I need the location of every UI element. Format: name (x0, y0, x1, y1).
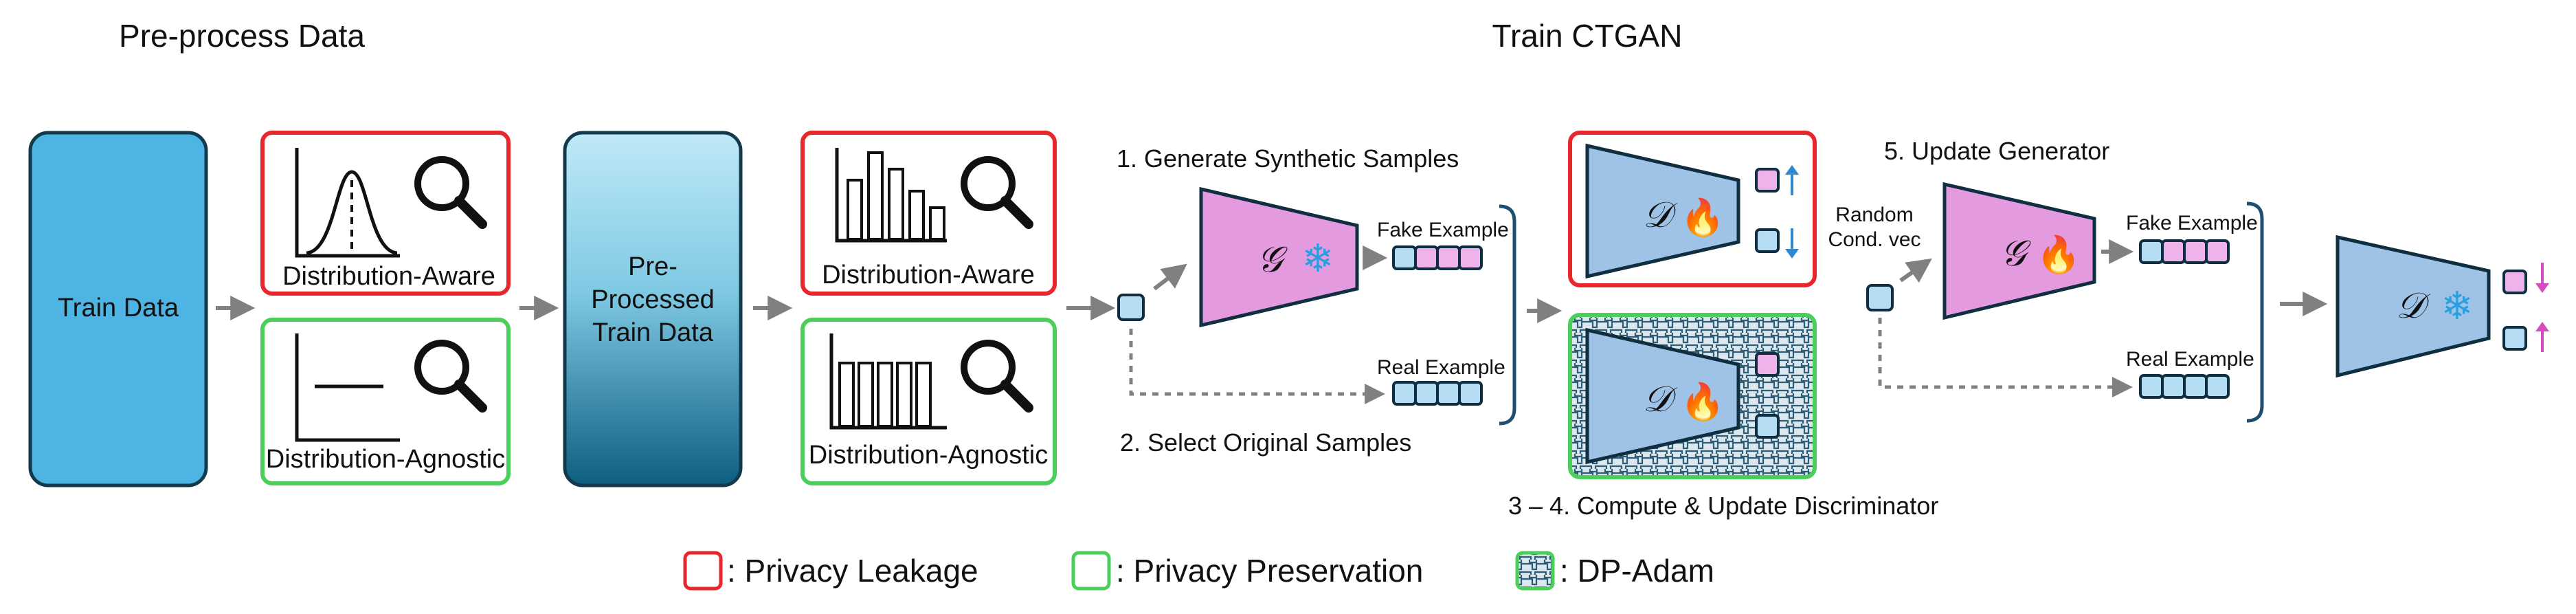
generator-training: 𝒢 🔥 (1942, 182, 2096, 320)
flame-icon: 🔥 (1681, 381, 1725, 423)
cond-vector-cell-2 (1866, 284, 1894, 311)
fake-example-vector-2 (2139, 239, 2230, 264)
discriminator-frozen: 𝒟 ❄ (2336, 234, 2491, 378)
fake-example-vector-1 (1392, 245, 1483, 270)
real-example-vector-2 (2139, 374, 2230, 399)
arrow-cond-to-real (1129, 329, 1385, 404)
down-arrow-icon (2535, 263, 2549, 293)
dist-aware-box-2: Distribution-Aware (800, 131, 1057, 296)
legend-label-preservation: : Privacy Preservation (1116, 553, 1423, 589)
output-cell-real (1755, 228, 1780, 253)
fake-example-label-1: Fake Example (1377, 219, 1509, 241)
up-arrow-icon (1785, 165, 1799, 195)
random-cond-label-1: Random (1835, 204, 1913, 226)
magnifier-icon (414, 340, 487, 413)
snowflake-icon: ❄ (2441, 284, 2474, 329)
discriminator-dp-box: 𝒟 🔥 (1568, 313, 1817, 479)
train-data-block: Train Data (28, 131, 208, 487)
legend-label-dpadam: : DP-Adam (1560, 553, 1714, 589)
legend-swatch-dpadam (1515, 551, 1555, 591)
dist-agnostic-box-2: Distribution-Agnostic (800, 318, 1057, 485)
bracket-1 (1499, 204, 1516, 426)
bar-chart-icon (835, 148, 947, 243)
cond-vector-cell (1117, 294, 1145, 321)
bracket-2 (2246, 201, 2264, 423)
preprocessed-label-1: Pre- (628, 252, 677, 281)
real-example-label-1: Real Example (1377, 356, 1505, 379)
down-arrow-icon (1785, 228, 1799, 259)
dist-aware-label-2: Distribution-Aware (822, 261, 1035, 289)
step34-label: 3 – 4. Compute & Update Discriminator (1508, 492, 1938, 520)
fake-example-label-2: Fake Example (2126, 212, 2258, 234)
step5-label: 5. Update Generator (1884, 137, 2109, 165)
flame-icon: 🔥 (2037, 234, 2081, 276)
section-title-train: Train CTGAN (1492, 18, 1683, 54)
magnifier-icon (961, 340, 1033, 413)
output-cell-fake-dp (1755, 352, 1780, 377)
magnifier-icon (414, 156, 487, 229)
train-data-label: Train Data (58, 294, 179, 322)
dist-agnostic-label-2: Distribution-Agnostic (809, 441, 1048, 470)
real-example-label-2: Real Example (2126, 348, 2254, 371)
arrow-cond2-to-real (1878, 318, 2133, 397)
output-cell-real-dp (1755, 414, 1780, 439)
dist-agnostic-label-1: Distribution-Agnostic (266, 445, 505, 474)
uniform-bar-chart-icon (829, 333, 947, 430)
dist-agnostic-box-1: Distribution-Agnostic (260, 318, 511, 485)
snowflake-icon: ❄ (1302, 237, 1334, 281)
generator-frozen: 𝒢 ❄ (1199, 186, 1359, 328)
preprocessed-data-block: Pre- Processed Train Data (563, 131, 743, 487)
legend-swatch-leakage (683, 551, 723, 591)
section-title-preprocess: Pre-process Data (119, 18, 365, 54)
legend-swatch-preservation (1071, 551, 1111, 591)
legend-label-leakage: : Privacy Leakage (727, 553, 978, 589)
preprocessed-label-3: Train Data (592, 318, 714, 347)
step1-label: 1. Generate Synthetic Samples (1117, 144, 1459, 173)
output-cell-fake (1755, 168, 1780, 193)
flame-icon: 🔥 (1681, 197, 1725, 239)
bell-curve-chart-icon (295, 148, 400, 258)
random-cond-label-2: Cond. vec (1828, 228, 1920, 251)
flat-line-chart-icon (295, 333, 400, 442)
preprocessed-label-2: Processed (591, 285, 715, 314)
arrow-cond-to-generator (1153, 263, 1187, 291)
discriminator-leak-box: 𝒟 🔥 (1568, 131, 1817, 287)
up-arrow-icon (2535, 322, 2549, 352)
dist-aware-label-1: Distribution-Aware (282, 262, 495, 291)
arrow-cond2-to-generator (1899, 258, 1932, 283)
step2-label: 2. Select Original Samples (1120, 428, 1411, 457)
legend: : Privacy Leakage : Privacy Preservation… (683, 551, 1714, 591)
magnifier-icon (961, 156, 1033, 229)
output-cell-fake-2 (2502, 270, 2527, 294)
output-cell-real-2 (2502, 326, 2527, 351)
dist-aware-box-1: Distribution-Aware (260, 131, 511, 296)
real-example-vector-1 (1392, 381, 1483, 406)
